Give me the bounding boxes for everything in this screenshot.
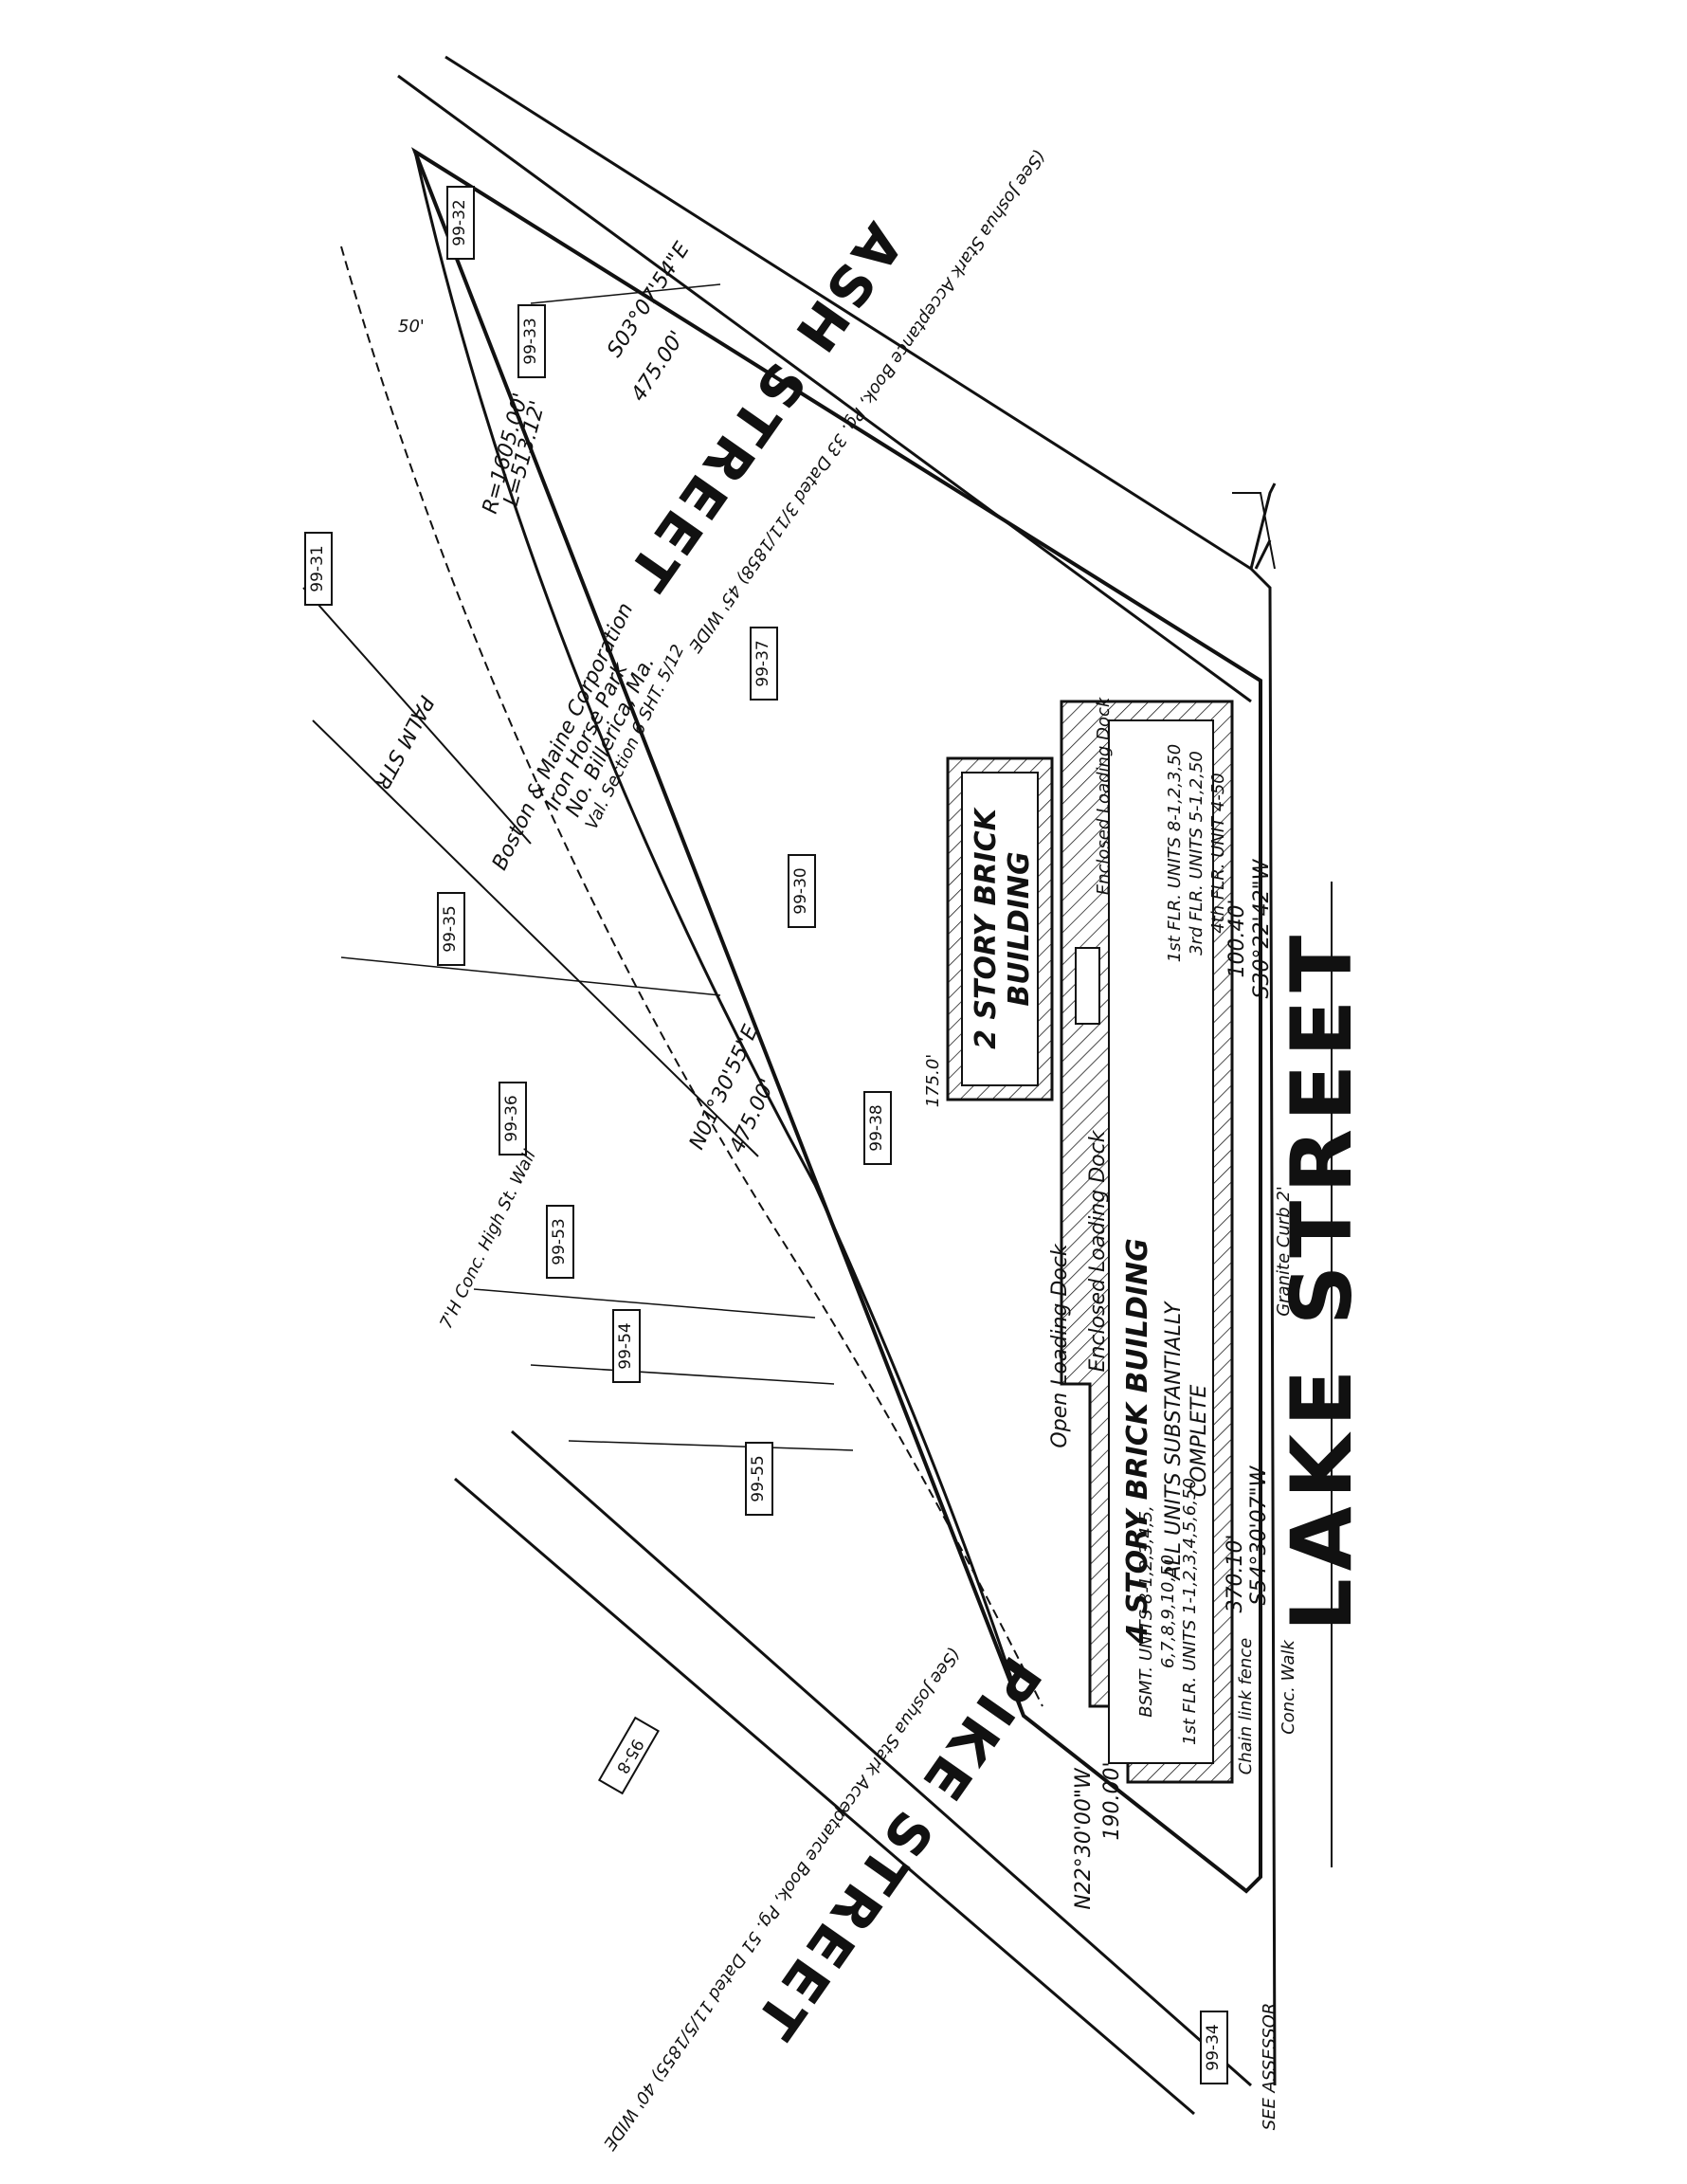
main-building-label-2: ALL UNITS SUBSTANTIALLY xyxy=(1162,1301,1186,1581)
dim-lake-2: 100.40' xyxy=(1225,899,1249,977)
dim-pike-frontage: 190.00' xyxy=(1100,1761,1124,1840)
lake-curb-note: Granite Curb 2' xyxy=(1274,1186,1294,1317)
svg-text:99-36: 99-36 xyxy=(502,1095,521,1141)
wall-note: 7'H Conc. High St. Wall xyxy=(436,1147,540,1332)
parcel-tag-3: 99-36 xyxy=(499,1082,527,1156)
svg-text:99-54: 99-54 xyxy=(616,1322,635,1369)
svg-text:99-32: 99-32 xyxy=(450,199,469,246)
svg-text:99-53: 99-53 xyxy=(550,1218,569,1265)
fence-note: Chain link fence xyxy=(1236,1638,1256,1774)
street-edges xyxy=(302,55,1333,2116)
assessor-note: SEE ASSESSOR xyxy=(1260,2003,1279,2131)
unit-note-3: 4th FLR. UNIT 4-50 xyxy=(1208,773,1228,934)
parcel-tag-12: 99-37 xyxy=(750,627,778,701)
svg-text:99-55: 99-55 xyxy=(749,1455,768,1502)
svg-text:99-34: 99-34 xyxy=(1204,2024,1223,2070)
secondary-building-label-1: 2 STORY BRICK xyxy=(970,806,1003,1049)
svg-text:99-33: 99-33 xyxy=(521,318,540,364)
parcel-tag-7: 95-8 xyxy=(597,1716,660,1795)
loading-enclosed-small: Enclosed Loading Dock xyxy=(1094,696,1114,895)
street-lake: LAKE STREET xyxy=(1273,928,1370,1632)
building-secondary xyxy=(946,756,1054,1101)
parcel-tag-5: 99-54 xyxy=(612,1309,641,1383)
parcel-tag-11: 99-33 xyxy=(517,304,546,378)
dim-width-50: 50' xyxy=(398,317,425,337)
dim-pike-bearing: N22°30'00"W xyxy=(1072,1767,1096,1910)
main-building-label-1: 4 STORY BRICK BUILDING xyxy=(1121,1238,1154,1645)
dim-lake-2-bearing: S30°22'42"W xyxy=(1250,858,1274,998)
dim-lake-1-bearing: S54°30'07"W xyxy=(1247,1465,1271,1605)
parcel-lines xyxy=(340,283,854,1451)
loading-open: Open Loading Dock xyxy=(1048,1243,1072,1447)
svg-text:99-37: 99-37 xyxy=(753,640,772,686)
unit-note-1: 1st FLR. UNITS 8-1,2,3,50 xyxy=(1165,744,1185,962)
unit-note-lower-3: 1st FLR. UNITS 1-1,2,3,4,5,6,50 xyxy=(1180,1478,1200,1745)
parcel-tag-1: 99-35 xyxy=(437,892,465,966)
parcel-tag-4: 99-53 xyxy=(546,1205,574,1279)
parcel-tag-6: 99-55 xyxy=(745,1442,773,1516)
parcel-tag-9: 99-30 xyxy=(788,854,816,928)
dim-bldg-width: 175.0' xyxy=(923,1054,943,1107)
svg-text:99-35: 99-35 xyxy=(441,905,460,952)
property-boundary xyxy=(340,147,1262,1894)
building-main xyxy=(1060,700,1234,1784)
dim-lake-1: 370.10' xyxy=(1224,1534,1247,1612)
parcel-tag-8: 99-34 xyxy=(1200,2011,1228,2084)
svg-text:99-31: 99-31 xyxy=(308,545,327,592)
svg-text:99-30: 99-30 xyxy=(791,867,810,914)
unit-note-lower-2: 6,7,8,9,10,50 xyxy=(1158,1555,1178,1668)
parcel-tag-2: 99-31 xyxy=(304,532,333,606)
street-palm: PALM STR xyxy=(369,691,438,792)
parcel-tag-10: 99-32 xyxy=(446,186,475,260)
lake-walk-note: Conc. Walk xyxy=(1279,1639,1298,1735)
main-building-label-3: COMPLETE xyxy=(1188,1385,1211,1498)
unit-note-2: 3rd FLR. UNITS 5-1,2,50 xyxy=(1187,751,1206,956)
street-pike: PIKE STREET xyxy=(740,1646,1054,2055)
parcel-tag-13: 99-38 xyxy=(863,1091,892,1165)
dock-box xyxy=(1075,947,1100,1025)
loading-enclosed: Enclosed Loading Dock xyxy=(1086,1129,1110,1372)
svg-text:99-38: 99-38 xyxy=(867,1104,886,1151)
pike-street-note: (See Joshua Stark Acceptance Book, Pg. 5… xyxy=(599,1645,964,2155)
secondary-building-label-2: BUILDING xyxy=(1003,851,1036,1006)
unit-note-lower-1: BSMT. UNITS 8-1,2,3,4,5, xyxy=(1136,1505,1156,1718)
